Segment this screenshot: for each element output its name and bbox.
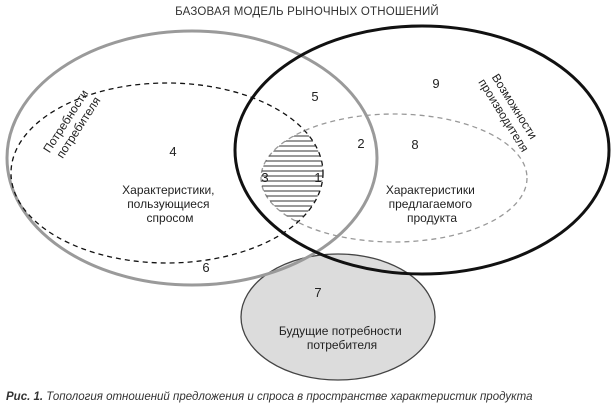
demanded-label-line-1: Характеристики, (122, 183, 214, 197)
future-needs-label-line-1: Будущие потребности (279, 324, 402, 338)
zone-number-9: 9 (432, 76, 439, 91)
figure-caption: Рис. 1. Топология отношений предложения … (6, 391, 611, 403)
producer-capabilities-ellipse (233, 24, 611, 276)
demanded-characteristics-label: Характеристики, пользующиеся спросом (122, 183, 218, 225)
offered-label-line-1: Характеристики (386, 183, 475, 197)
zone-number-7: 7 (314, 285, 321, 300)
zone-number-1: 1 (314, 170, 321, 185)
figure-caption-text: Топология отношений предложения и спроса… (43, 391, 533, 403)
offered-characteristics-label: Характеристики предлагаемого продукта (386, 183, 478, 225)
offered-label-line-3: продукта (407, 211, 457, 225)
figure-caption-prefix: Рис. 1. (6, 391, 44, 403)
zone-number-2: 2 (357, 136, 364, 151)
demanded-label-line-2: пользующиеся (127, 197, 209, 211)
demanded-label-line-3: спросом (147, 211, 194, 225)
consumer-needs-ellipse (5, 29, 379, 287)
offered-label-line-2: предлагаемого (389, 197, 473, 211)
future-needs-label-line-2: потребителя (307, 338, 377, 352)
core-intersection-hatch (261, 114, 323, 242)
consumer-needs-label: Потребности потребителя (40, 84, 105, 163)
future-needs-ellipse (240, 253, 436, 381)
diagram-title: БАЗОВАЯ МОДЕЛЬ РЫНОЧНЫХ ОТНОШЕНИЙ (175, 5, 439, 18)
zone-number-4: 4 (169, 144, 176, 159)
zone-number-3: 3 (261, 170, 268, 185)
zone-number-6: 6 (202, 260, 209, 275)
future-needs-label: Будущие потребности потребителя (279, 324, 405, 352)
zone-number-8: 8 (411, 137, 418, 152)
zone-number-5: 5 (311, 89, 318, 104)
producer-capabilities-label: Возможности производителя (475, 69, 543, 155)
